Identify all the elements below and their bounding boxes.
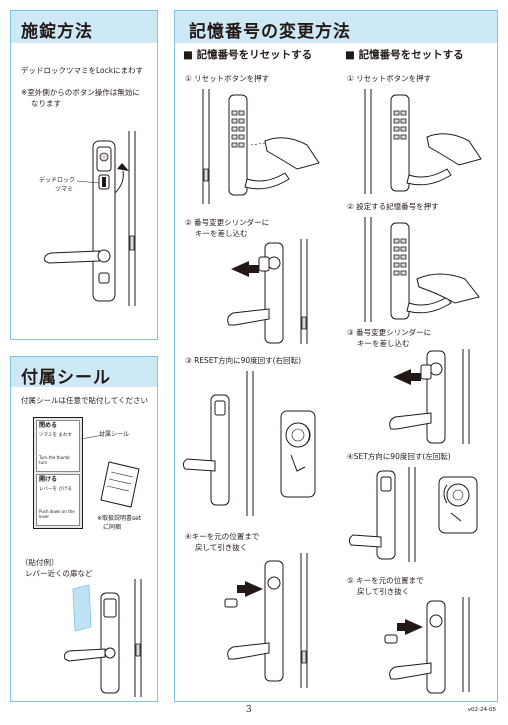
sticker-sample: 閉める ツマミを まわす Turn the thumb turn 開ける レバー…: [33, 417, 83, 529]
locking-note-line2: なります: [31, 99, 61, 108]
set-step-5-illustration: [384, 597, 470, 694]
reset-step-1-illustration: [202, 89, 320, 204]
manual-note-line2: に同梱: [103, 524, 122, 531]
reset-step-4-line2: 戻して引き抜く: [195, 543, 248, 552]
reset-step-3-illustration: [182, 371, 316, 516]
sticker-lock-heading: 閉める: [39, 422, 58, 429]
set-step-2-illustration: [364, 217, 480, 322]
set-section-heading: ■ 記憶番号をセットする: [345, 49, 464, 61]
reset-step-4-line1: ④キーを元の位置まで: [185, 532, 260, 541]
reset-step-2-illustration: [227, 239, 308, 344]
locking-method-panel: 施錠方法 デッドロックツマミをLockにまわす ※室外側からのボタン操作は無効に…: [10, 10, 158, 340]
sticker-lock-en: Turn the thumb turn: [39, 455, 70, 465]
deadlock-callout-line2: ツマミ: [55, 186, 74, 193]
memory-number-title: 記憶番号の変更方法: [189, 22, 351, 42]
seal-placement-illustration: [64, 579, 142, 697]
seal-header: 付属シール: [11, 357, 157, 388]
sticker-open-part: 開ける レバーを さげる Push down on the lever: [36, 474, 80, 526]
set-step-4-illustration: [348, 467, 478, 562]
sticker-open-sub: レバーを さげる: [39, 487, 72, 492]
seal-panel: 付属シール 付属シールは任意で貼付してください 閉める ツマミを まわす Tur…: [10, 356, 158, 702]
seal-title: 付属シール: [21, 368, 111, 388]
seal-callout-line: [80, 434, 140, 508]
reset-section-heading: ■ 記憶番号をリセットする: [183, 49, 313, 61]
set-step-4: ④SET方向に90度回す(左回転): [347, 452, 451, 461]
locking-note-line1: ※室外側からのボタン操作は無効に: [21, 88, 140, 97]
placement-example-label: 〔貼付例〕: [21, 558, 59, 567]
set-step-5-line1: ⑤ キーを元の位置まで: [347, 576, 424, 585]
locking-method-title: 施錠方法: [21, 22, 93, 42]
seal-callout-label: 付属シール: [99, 431, 130, 438]
manual-note-line1: ※取扱説明書set: [97, 515, 142, 522]
set-step-3-line1: ③ 番号変更シリンダーに: [347, 328, 432, 337]
placement-example-text: レバー近くの扉など: [25, 569, 93, 578]
set-step-1-illustration: [364, 89, 482, 194]
set-step-3-illustration: [389, 349, 470, 444]
sticker-open-en: Push down on the lever: [39, 509, 75, 519]
memory-number-panel: 記憶番号の変更方法 ■ 記憶番号をリセットする ■ 記憶番号をセットする ① リ…: [174, 10, 498, 702]
set-step-3-line2: キーを差し込む: [357, 339, 410, 348]
set-step-5-line2: 戻して引き抜く: [357, 587, 410, 596]
seal-instruction: 付属シールは任意で貼付してください: [21, 396, 149, 405]
deadlock-callout-line1: デッドロック: [39, 177, 76, 184]
sticker-lock-sub: ツマミを まわす: [39, 433, 72, 438]
reset-step-1: ① リセットボタンを押す: [185, 74, 270, 83]
reset-step-2-line2: キーを差し込む: [195, 229, 248, 238]
locking-instruction: デッドロックツマミをLockにまわす: [21, 66, 144, 75]
page-number: 3: [246, 705, 252, 715]
document-code: v02-24-05: [467, 707, 496, 713]
reset-step-2-line1: ② 番号変更シリンダーに: [185, 218, 270, 227]
set-step-2: ② 設定する記憶番号を押す: [347, 202, 439, 211]
reset-step-3: ③ RESET方向に90度回す(右回転): [185, 356, 302, 365]
reset-step-4-illustration: [224, 553, 308, 688]
sticker-lock-part: 閉める ツマミを まわす Turn the thumb turn: [36, 420, 80, 472]
door-lock-illustration: [44, 131, 136, 306]
sticker-open-heading: 開ける: [39, 476, 58, 483]
locking-method-header: 施錠方法: [11, 11, 157, 43]
set-step-1: ① リセットボタンを押す: [347, 74, 432, 83]
memory-number-header: 記憶番号の変更方法: [175, 11, 497, 43]
